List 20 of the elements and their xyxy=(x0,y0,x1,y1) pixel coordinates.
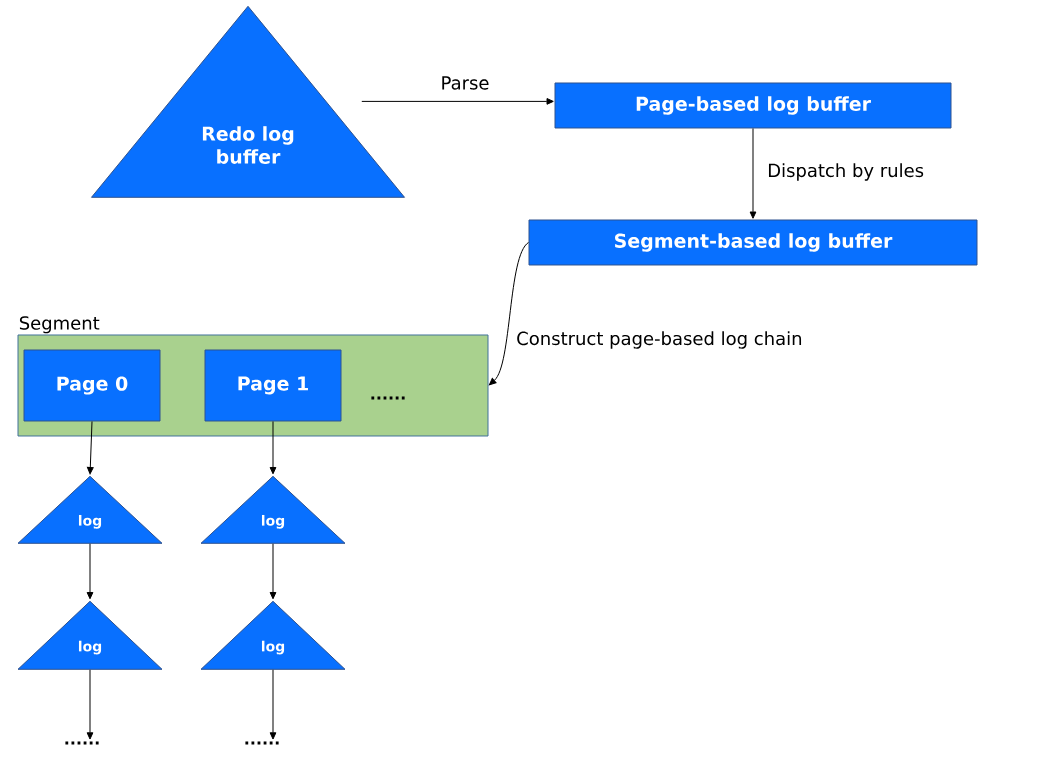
node-label: Segment xyxy=(19,316,100,334)
arrow xyxy=(86,543,94,600)
arrow xyxy=(749,128,757,219)
process-box: Segment-based log buffer xyxy=(528,219,978,266)
ellipsis-text: ...... xyxy=(371,396,405,400)
edge-label: Construct page-based log chain xyxy=(514,329,805,351)
arrow xyxy=(488,242,529,386)
process-box: Page 0 xyxy=(23,349,161,422)
edge-label: Parse xyxy=(438,74,492,92)
edge-label: Dispatch by rules xyxy=(765,161,927,183)
arrow xyxy=(86,669,94,740)
process-box: Page-based log buffer xyxy=(554,82,952,129)
process-box: Page 1 xyxy=(204,349,342,422)
arrow xyxy=(269,543,277,600)
arrow xyxy=(86,421,94,475)
ellipsis-text: ...... xyxy=(245,741,279,745)
arrow xyxy=(361,98,554,105)
arrow xyxy=(269,669,277,740)
arrow xyxy=(269,421,277,475)
ellipsis-text: ...... xyxy=(65,741,99,745)
